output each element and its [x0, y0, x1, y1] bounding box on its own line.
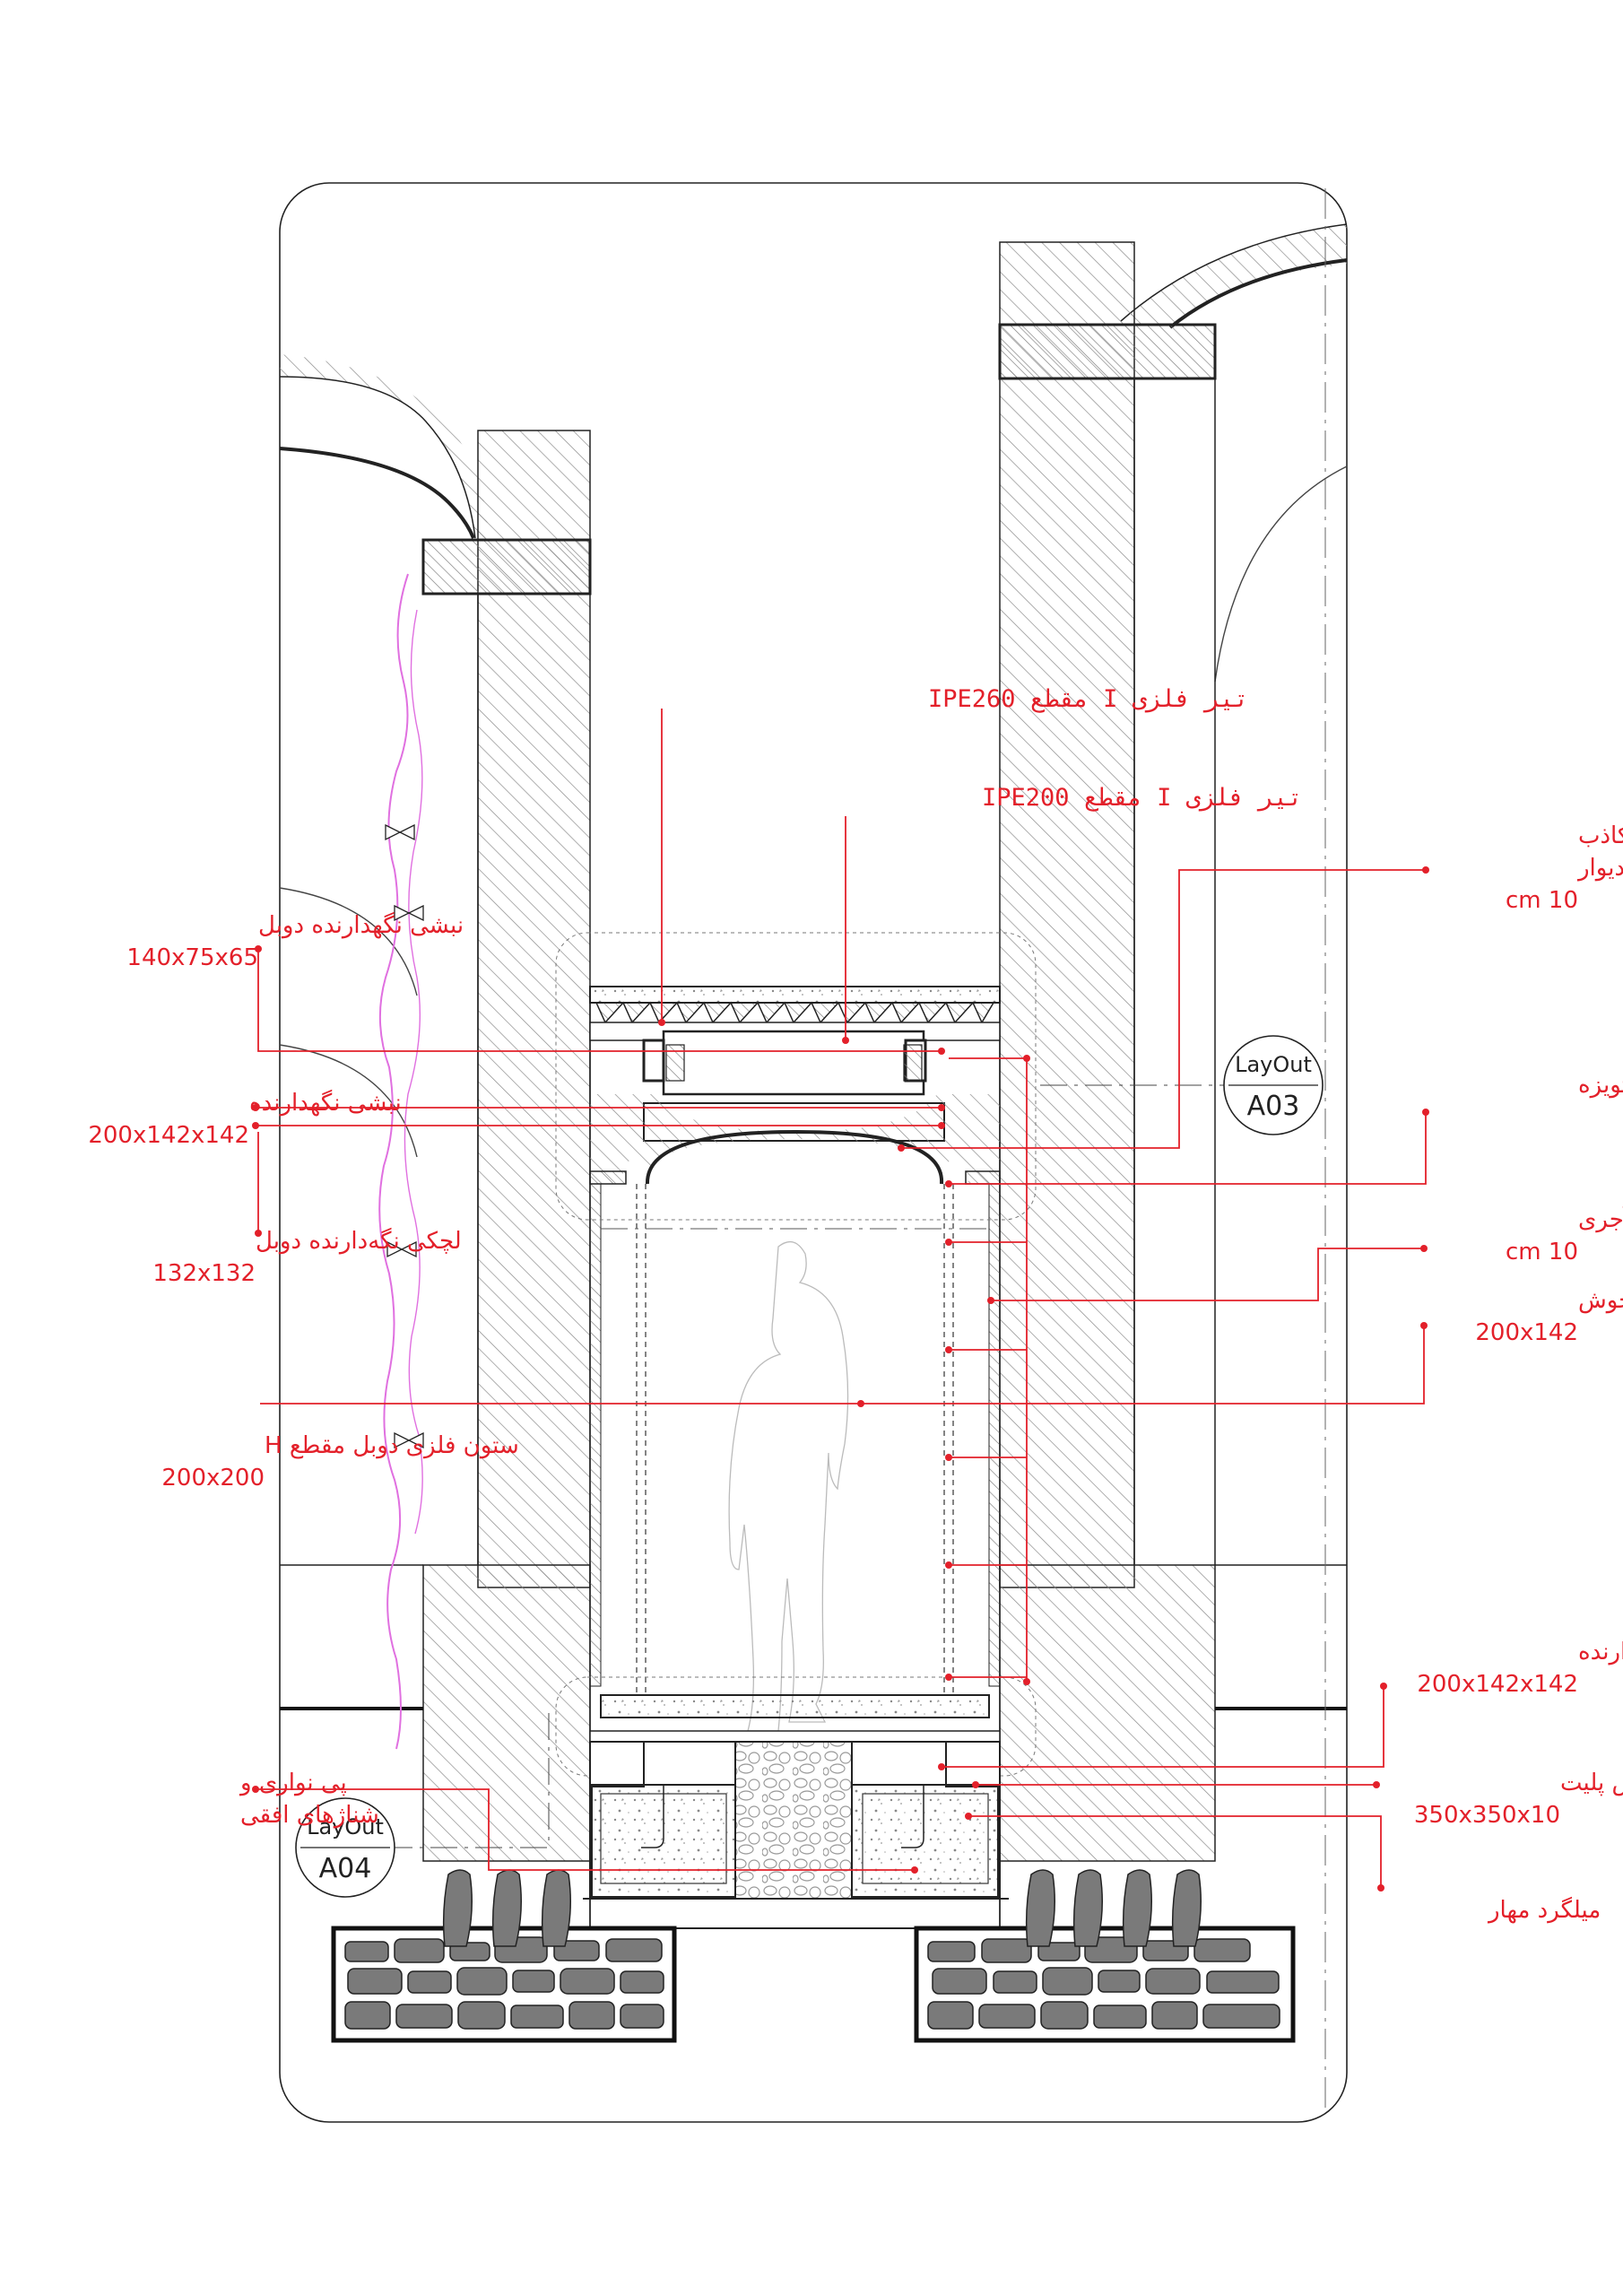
- label-retaining-angle-1: نبشی نگهدارنده: [249, 1089, 402, 1117]
- annotation-labels: تیر فلزی I مقطع IPE260 تیر فلزی I مقطع I…: [88, 685, 1623, 1924]
- leader-lines: [256, 709, 1427, 1888]
- label-gusset-1: لچکی نگه‌دارنده دوبل: [256, 1227, 462, 1255]
- right-pier: [998, 188, 1347, 2108]
- roof-slab: [555, 932, 1037, 1221]
- label-brick-wall-1: نماسازی | جداره آجری: [1578, 1205, 1623, 1233]
- vine-clips: [385, 823, 424, 1449]
- layout-bubble-a04: LayOut A04: [295, 1797, 395, 1898]
- label-tuyeh-facade: نماسازی | تویزه: [1578, 1072, 1623, 1099]
- right-arch: [1120, 223, 1348, 683]
- label-strip-footing-2: شناژهای افقی: [240, 1802, 379, 1829]
- foundation: [583, 1741, 1009, 1929]
- layout-a04-top: LayOut: [307, 1814, 384, 1839]
- layout-a03-code: A03: [1247, 1091, 1300, 1122]
- label-false-arch-1: نماسازی | طاق آهنگ کاذب: [1578, 821, 1623, 849]
- label-column-1: ستون فلزی دوبل مقطع H: [265, 1432, 519, 1459]
- stone-footing-left: [331, 1869, 677, 2043]
- label-base-plate-2: 350x350x10: [1414, 1802, 1560, 1829]
- label-false-arch-3: cm 10: [1506, 887, 1578, 914]
- label-anchor-bolt: میلگرد مهار: [1487, 1896, 1601, 1924]
- layout-bubble-a03: LayOut A03: [1223, 1035, 1324, 1135]
- layout-a03-top: LayOut: [1235, 1052, 1312, 1077]
- drawing-frame: [279, 182, 1348, 2123]
- human-figure: [728, 1240, 849, 1732]
- label-retaining-angle-b-1: نبشی نگهدارنده: [1578, 1638, 1623, 1665]
- label-steel-strip-1: تسمه فلزی و جوش: [1578, 1287, 1623, 1314]
- label-retaining-angle-b-2: 200x142x142: [1417, 1671, 1578, 1698]
- label-base-plate-1: بیس پلیت: [1560, 1770, 1623, 1796]
- label-ipe260: تیر فلزی I مقطع IPE260: [928, 685, 1249, 713]
- floor-slab: [555, 1676, 1037, 1777]
- label-strip-footing-1: پی نواری و: [239, 1770, 347, 1796]
- left-pier: [280, 430, 592, 1862]
- stone-footing-right: [914, 1869, 1296, 2043]
- label-double-angle-2: 140x75x65: [126, 944, 258, 971]
- label-steel-strip-2: 200x142: [1475, 1319, 1578, 1346]
- climbing-vine-strand: [404, 609, 423, 1535]
- label-false-arch-2: روی تویزه و دیوار: [1576, 855, 1623, 882]
- left-arch: [279, 354, 489, 1158]
- label-ipe200: تیر فلزی I مقطع IPE200: [982, 784, 1303, 812]
- label-brick-wall-2: cm 10: [1506, 1239, 1578, 1265]
- leader-dots: [252, 866, 1429, 1892]
- label-column-2: 200x200: [161, 1465, 265, 1492]
- label-retaining-angle-2: 200x142x142: [88, 1122, 249, 1149]
- label-double-angle-1: نبشی نگهدارنده دوبل: [258, 911, 464, 939]
- climbing-vine: [378, 573, 409, 1750]
- layout-a04-code: A04: [319, 1853, 372, 1884]
- label-gusset-2: 132x132: [152, 1260, 256, 1287]
